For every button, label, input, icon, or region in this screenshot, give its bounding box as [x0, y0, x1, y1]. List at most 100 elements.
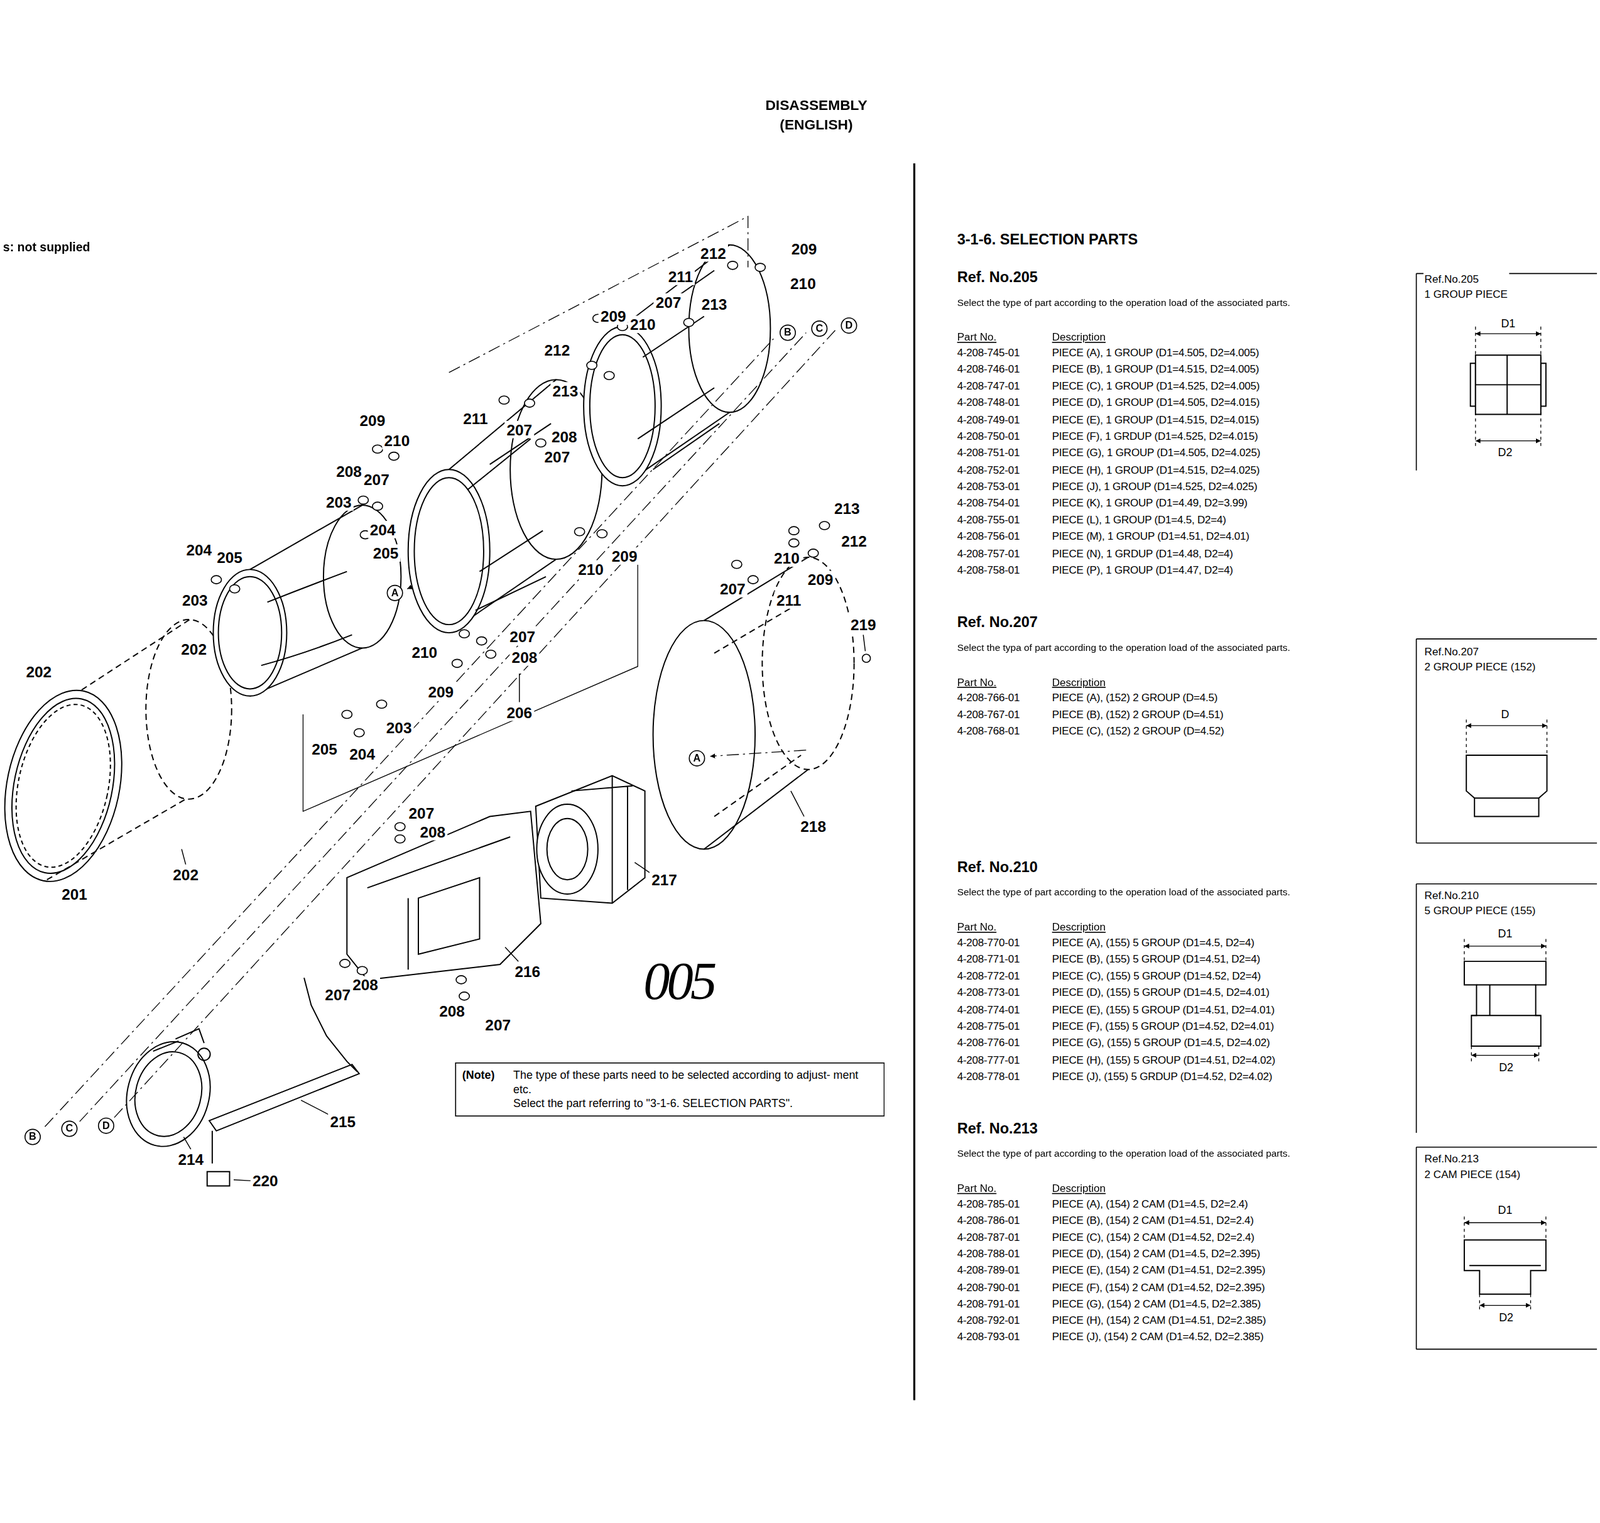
screw	[755, 263, 766, 272]
screw	[819, 521, 830, 530]
table-header: Description	[1050, 1181, 1107, 1195]
instruction-text: Select the typa of part according to the…	[956, 642, 1291, 654]
lens-tube	[261, 571, 353, 666]
callout-number: 202	[170, 865, 201, 884]
table-cell: PIECE (F), (155) 5 GROUP (D1=4.52, D2=4.…	[1050, 1019, 1275, 1033]
lens-ring	[47, 619, 190, 880]
cam-tube	[467, 423, 551, 610]
selection-piece	[1470, 363, 1476, 406]
section-heading: 3-1-6. SELECTION PARTS	[956, 231, 1139, 249]
text-line: 1 GROUP PIECE	[1424, 287, 1508, 300]
screw	[357, 966, 368, 975]
screw	[485, 650, 496, 659]
table-cell: 4-208-788-01	[956, 1246, 1021, 1260]
table-cell: 4-208-777-01	[956, 1052, 1021, 1066]
ref-heading: Ref. No.205	[956, 268, 1040, 286]
callout-number: 208	[549, 427, 580, 446]
callout-number: 203	[324, 493, 354, 511]
table-cell: 4-208-774-01	[956, 1002, 1021, 1016]
lens-ring	[0, 619, 232, 893]
screw	[354, 728, 365, 737]
selection-piece	[1471, 985, 1541, 1016]
connection-mark: D	[840, 317, 857, 334]
panel-frame	[1416, 638, 1598, 844]
dimension-line	[1475, 333, 1541, 335]
lens-tube	[212, 569, 287, 696]
table-cell: PIECE (J), (154) 2 CAM (D1=4.52, D2=2.38…	[1050, 1329, 1265, 1343]
table-cell: 4-208-758-01	[956, 562, 1021, 576]
outer-cover	[761, 557, 854, 770]
table-cell: PIECE (J), 1 GROUP (D1=4.525, D2=4.025)	[1050, 479, 1259, 492]
flexible-board	[211, 1130, 213, 1164]
table-cell: PIECE (B), (152) 2 GROUP (D=4.51)	[1050, 707, 1225, 720]
dimension-label: D2	[1496, 445, 1514, 459]
flexible-board	[209, 1064, 360, 1131]
connection-mark: A	[386, 584, 404, 602]
table-cell: PIECE (H), (154) 2 CAM (D1=4.51, D2=2.38…	[1050, 1313, 1268, 1327]
screw	[395, 834, 406, 844]
callout-number: 206	[504, 703, 534, 722]
text-line: DISASSEMBLY	[765, 96, 867, 114]
table-cell: PIECE (L), 1 GROUP (D1=4.5, D2=4)	[1050, 513, 1227, 526]
callout-number: 207	[718, 579, 748, 598]
selection-piece	[1469, 1265, 1541, 1266]
connection-mark: C	[810, 320, 828, 337]
text-line: 2 CAM PIECE (154)	[1424, 1167, 1521, 1180]
lens-block	[535, 775, 646, 904]
callout-number: 205	[370, 544, 401, 562]
callout-number: 203	[180, 591, 210, 609]
table-cell: 4-208-747-01	[956, 379, 1021, 392]
callout-number: 207	[507, 628, 538, 646]
table-header: Part No.	[956, 920, 998, 933]
text-line: Ref.No.207	[1424, 645, 1479, 658]
panel-frame	[1416, 883, 1598, 1133]
instruction-text: Select the type of part according to the…	[956, 1148, 1291, 1160]
table-cell: PIECE (F), 1 GRDUP (D1=4.525, D2=4.015)	[1050, 429, 1259, 443]
table-cell: 4-208-792-01	[956, 1313, 1021, 1327]
text-line: Ref.No.205	[1424, 272, 1479, 285]
text-line: (ENGLISH)	[779, 116, 853, 133]
rear-ring	[114, 1028, 222, 1156]
guide-cylinder	[583, 326, 661, 486]
screw	[341, 710, 352, 719]
callout-number: 213	[550, 381, 580, 400]
axis-line	[44, 216, 837, 1127]
screw	[476, 636, 487, 646]
outer-cover	[653, 557, 855, 850]
cam-tube	[413, 477, 484, 625]
screw	[339, 959, 350, 968]
callout-number: 217	[649, 870, 680, 889]
connection-mark: B	[24, 1128, 41, 1146]
callout-number: 201	[59, 885, 90, 903]
screw	[731, 560, 742, 569]
table-cell: 4-208-748-01	[956, 395, 1021, 409]
panel-frame	[1416, 273, 1598, 1349]
callout-number: 210	[788, 275, 818, 293]
axis-line	[79, 332, 807, 1122]
screw	[789, 538, 800, 548]
table-header: Description	[1050, 330, 1107, 343]
outer-cover	[653, 620, 756, 850]
callout-number: 205	[309, 740, 340, 758]
callout-number: 210	[381, 432, 412, 450]
table-cell: 4-208-778-01	[956, 1069, 1021, 1083]
screw	[452, 658, 463, 668]
note-text: s: not supplied	[1, 241, 92, 256]
screw	[862, 653, 871, 663]
callout-number: 207	[504, 420, 534, 439]
ref-heading: Ref. No.213	[956, 1120, 1040, 1138]
selection-piece	[1475, 354, 1541, 414]
dimension-line	[1464, 938, 1546, 1062]
table-cell: 4-208-752-01	[956, 462, 1021, 476]
lens-ring	[0, 679, 139, 893]
text-line: Ref.No.210	[1424, 888, 1479, 901]
table-cell: 4-208-786-01	[956, 1213, 1021, 1227]
barrel	[367, 836, 511, 970]
flexible-board	[304, 977, 357, 1072]
callout-number: 208	[509, 648, 539, 666]
screw	[535, 438, 546, 447]
lens-block	[536, 804, 598, 894]
screw	[211, 261, 871, 1001]
axis-line	[710, 750, 807, 757]
